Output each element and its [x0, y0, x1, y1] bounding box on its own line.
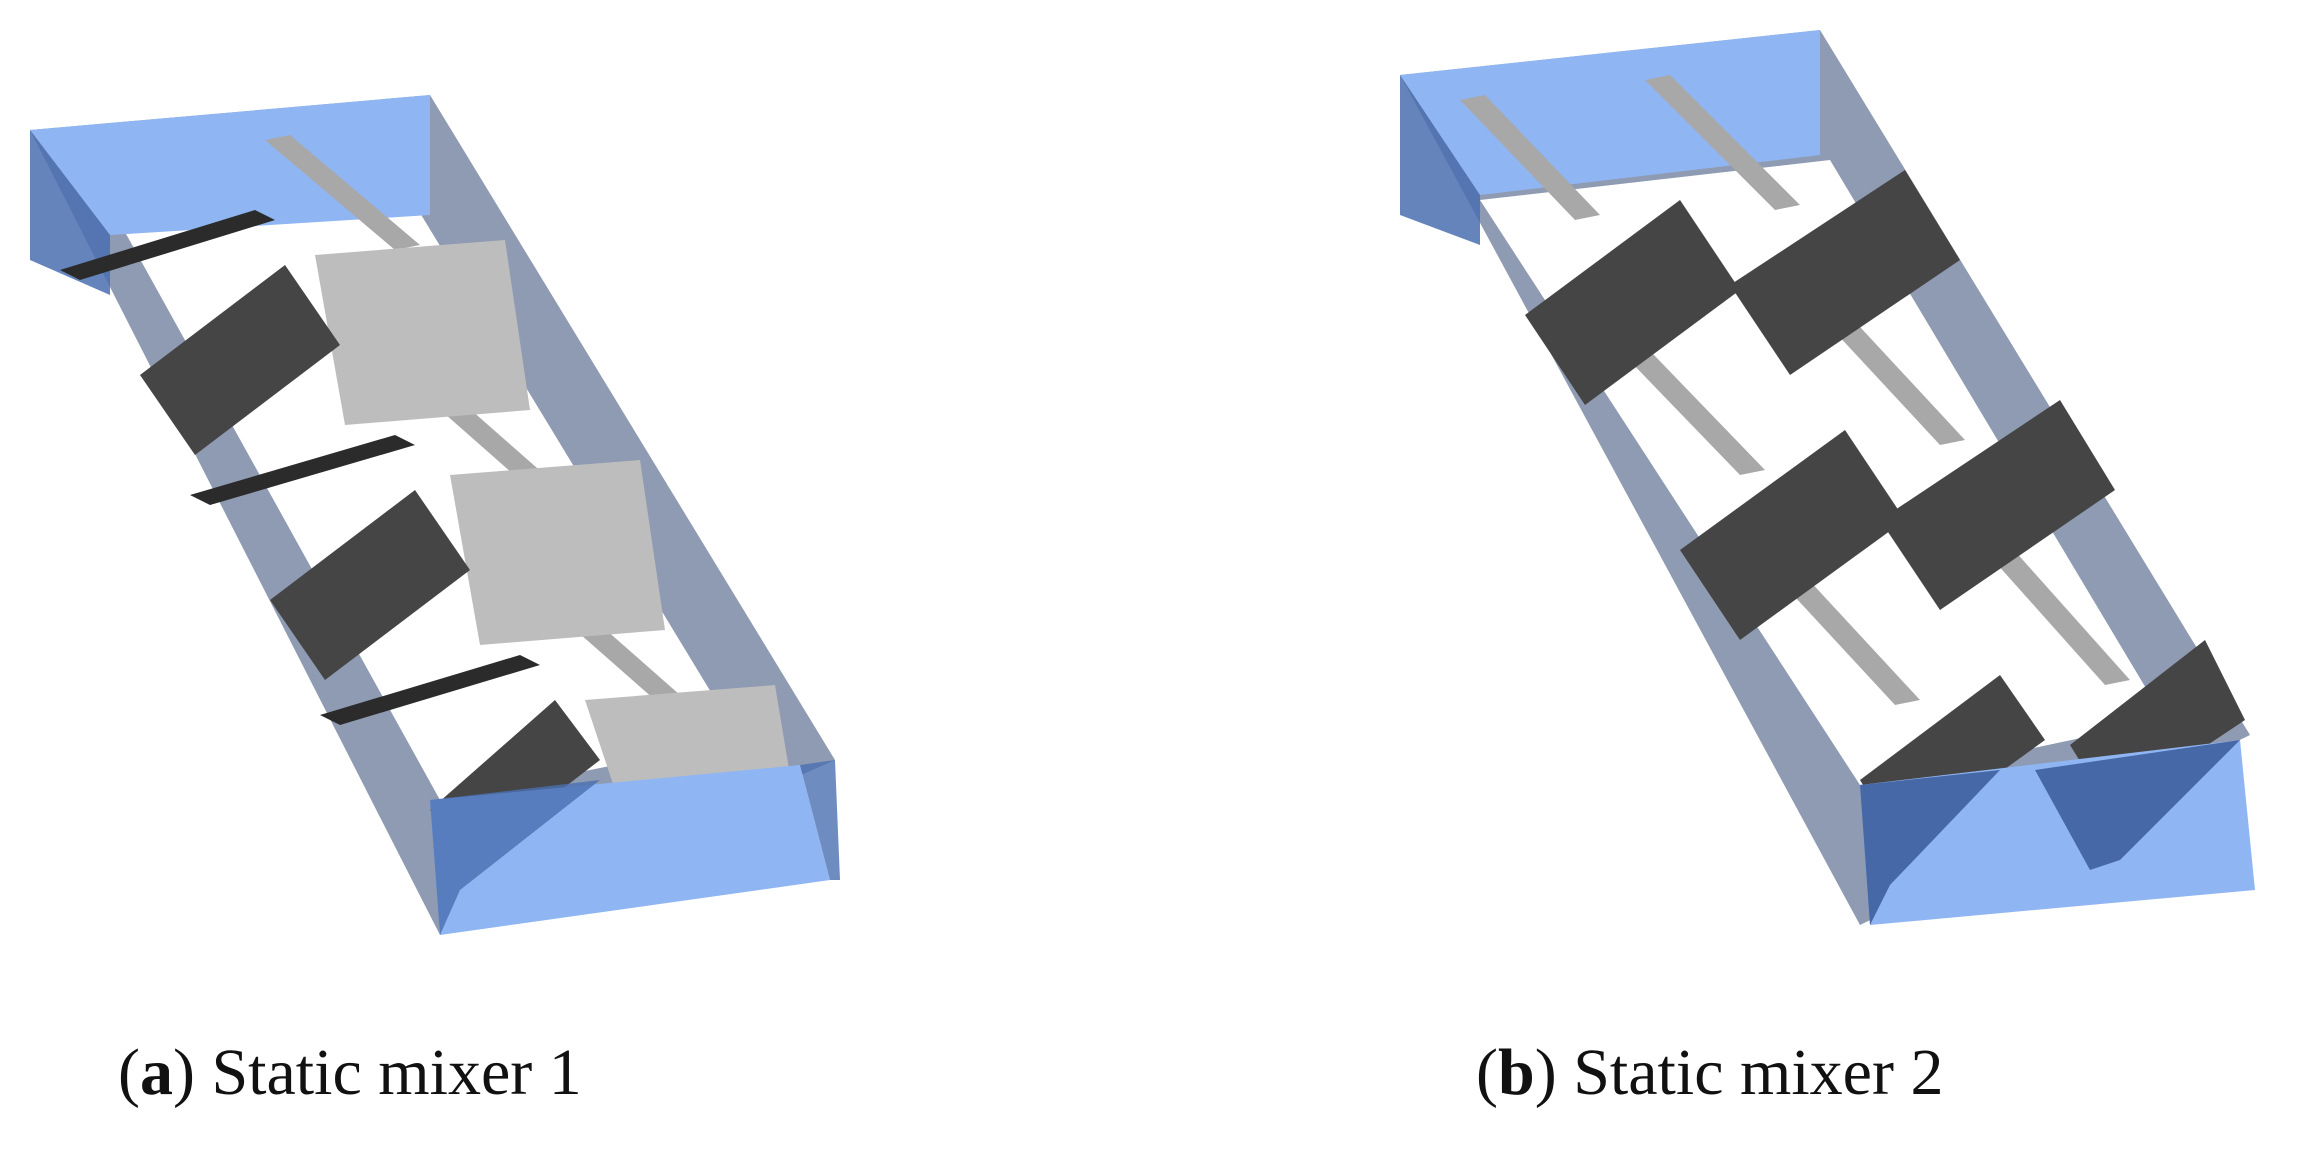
caption-static-mixer-2: (b) Static mixer 2	[1476, 1036, 1944, 1109]
thin-blade-5	[1770, 565, 1920, 705]
static-mixer-1-illustration	[30, 95, 840, 935]
caption-title: Static mixer 1	[211, 1036, 582, 1109]
thin-blade-1	[265, 135, 420, 250]
channel-top-end-left-side	[1400, 75, 1480, 245]
caption-label: b	[1497, 1036, 1535, 1109]
dark-flat-blade-1	[60, 210, 275, 280]
dark-flat-blade-2	[190, 435, 415, 505]
light-blade-3	[585, 685, 790, 790]
dark-blade-1	[1525, 200, 1740, 405]
static-mixer-2-illustration	[1400, 30, 2255, 925]
light-blade-2	[450, 460, 665, 645]
channel-bottom-end-left-side	[430, 780, 600, 935]
caption-title: Static mixer 2	[1573, 1036, 1944, 1109]
channel-bottom-end-right-side	[800, 760, 840, 880]
light-blade-1	[315, 240, 530, 425]
panel-static-mixer-1: (a) Static mixer 1	[0, 0, 1150, 1150]
dark-blade-4	[1880, 400, 2115, 610]
dark-blade-1	[140, 265, 340, 455]
thin-blade-4	[1810, 300, 1965, 445]
channel-top-end-left-side	[30, 130, 110, 295]
thin-blade-2	[1645, 75, 1800, 210]
panel-static-mixer-2: (b) Static mixer 2	[1300, 0, 2303, 1150]
channel-top-end-face	[30, 95, 430, 235]
caption-label: a	[139, 1036, 173, 1109]
dark-blade-3	[1680, 430, 1905, 640]
channel-top-end-face	[1400, 30, 1820, 195]
channel-bottom-end-dark-left	[1860, 770, 2000, 925]
thin-blade-6	[1980, 540, 2130, 685]
caption-static-mixer-1: (a) Static mixer 1	[118, 1036, 582, 1109]
thin-blade-1	[1460, 95, 1600, 220]
channel-bottom-end-dark-right	[2035, 740, 2240, 870]
dark-flat-blade-3	[320, 655, 540, 725]
dark-blade-2	[270, 490, 470, 680]
dark-blade-2	[1730, 170, 1960, 375]
